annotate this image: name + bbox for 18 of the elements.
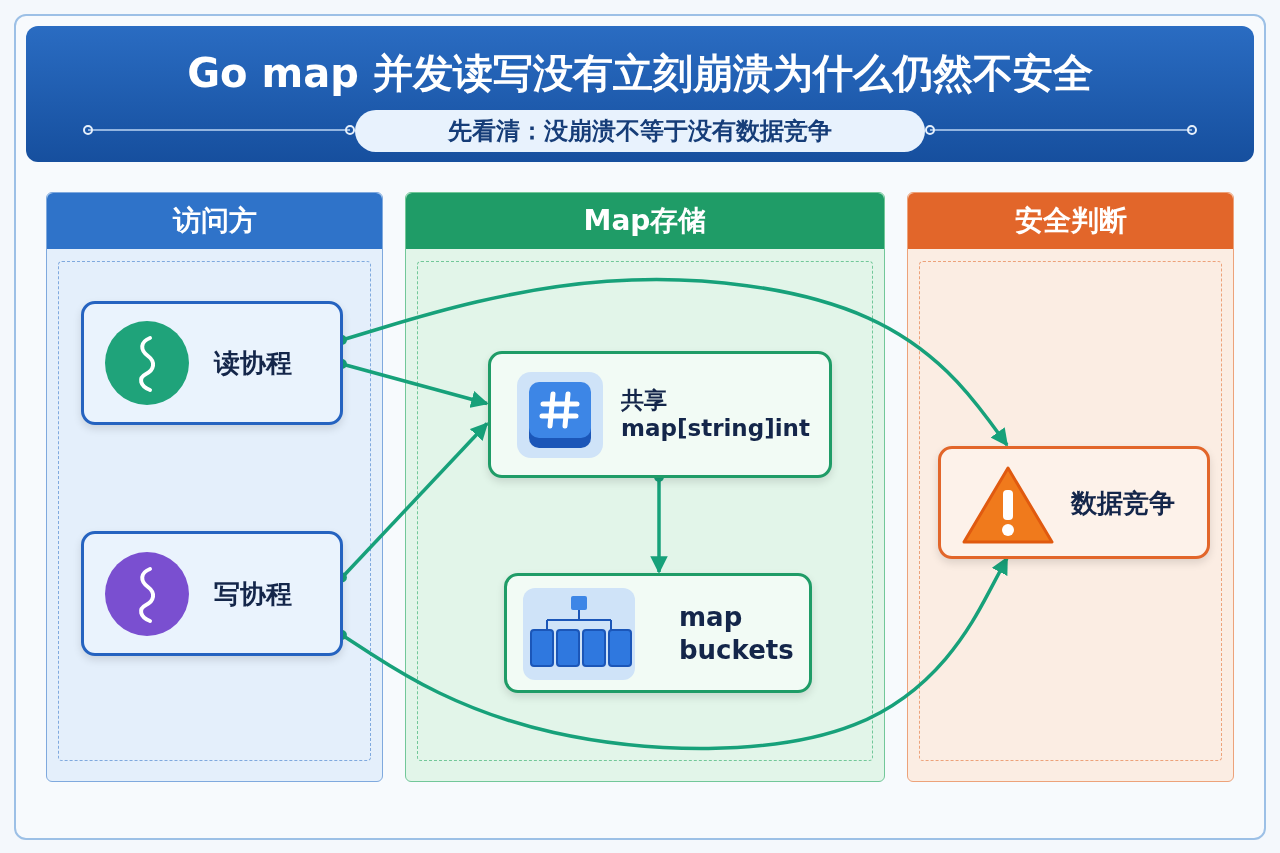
node-label: 写协程 — [214, 577, 293, 610]
node-label: 数据竞争 — [1071, 486, 1176, 519]
process-box — [81, 531, 343, 656]
node-label: 共享 map[string]int — [621, 385, 811, 444]
lane-header: Map存储 — [406, 193, 884, 249]
swimlane-panel — [907, 192, 1234, 782]
swimlane-panel — [405, 192, 885, 782]
process-box — [938, 446, 1210, 559]
lane-header: 访问方 — [47, 193, 382, 249]
title: Go map 并发读写没有立刻崩溃为什么仍然不安全 — [186, 49, 1094, 98]
process-box — [81, 301, 343, 425]
node-label: map buckets — [679, 600, 795, 666]
process-box — [504, 573, 812, 693]
node-label: 读协程 — [214, 346, 293, 380]
lane-header: 安全判断 — [908, 193, 1233, 249]
swimlane-panel — [46, 192, 383, 782]
process-box — [488, 351, 832, 478]
subtitle-pill: 先看清：没崩溃不等于没有数据竞争 — [355, 110, 925, 152]
